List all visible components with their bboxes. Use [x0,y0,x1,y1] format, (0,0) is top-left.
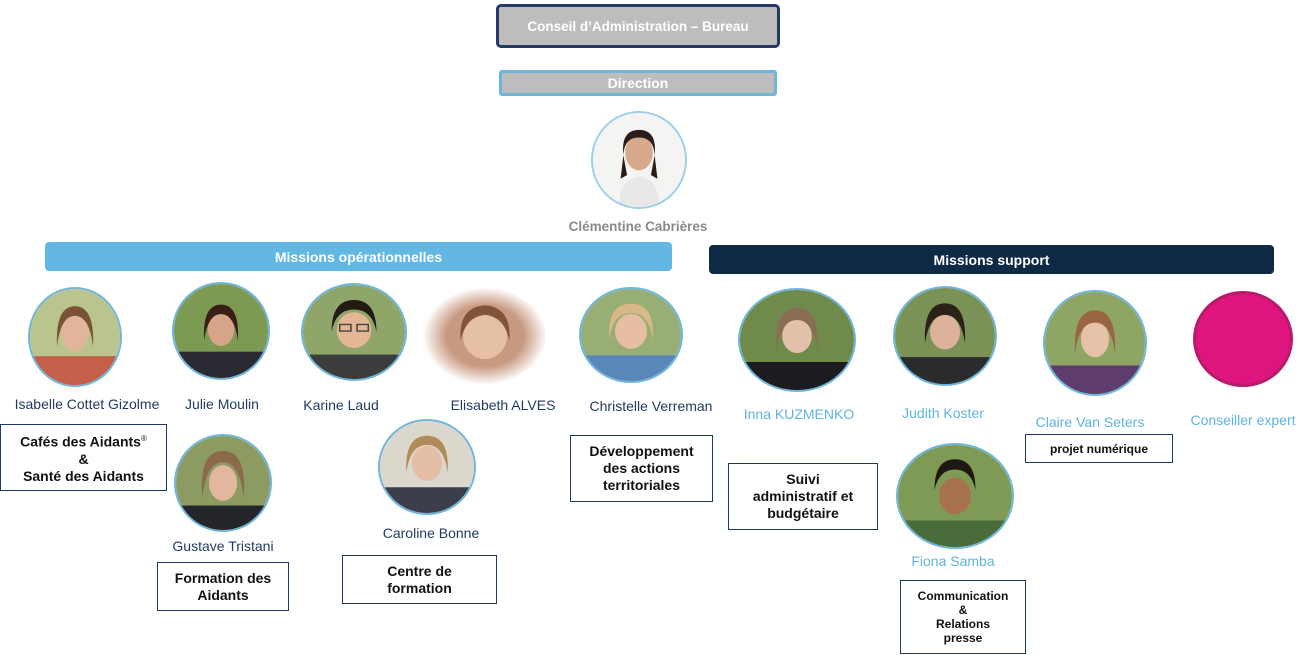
role-box-communication: Communication & Relations presse [900,580,1026,654]
ops-bar: Missions opérationnelles [45,242,672,271]
name-christelle: Christelle Verreman [589,398,713,414]
name-karine: Karine Laud [303,397,379,413]
name-conseiller: Conseiller expert [1190,412,1296,428]
photo-julie [172,282,270,380]
role-box-formation: Formation des Aidants [157,562,289,611]
photo-fiona [896,443,1014,549]
photo-claire [1043,290,1147,396]
role-box-suivi: Suivi administratif et budgétaire [728,463,878,530]
name-caroline: Caroline Bonne [382,525,480,541]
photo-isabelle [28,287,122,387]
name-gustave: Gustave Tristani [172,538,274,554]
registered-mark: ® [140,434,147,444]
role-projet: projet numérique [1049,441,1148,456]
photo-elisabeth [424,288,546,384]
photo-clementine [591,111,687,209]
photo-karine [301,283,407,381]
name-fiona: Fiona Samba [911,553,995,569]
support-bar: Missions support [709,245,1274,274]
photo-christelle [579,287,683,383]
photo-judith [893,286,997,386]
role-centre-line1: Centre de [387,562,452,579]
role-box-projet: projet numérique [1025,434,1173,463]
ops-bar-label: Missions opérationnelles [274,248,443,265]
role-comm-line1: Communication [917,589,1009,603]
role-suivi-line1: Suivi [786,471,820,487]
name-judith: Judith Koster [902,405,984,421]
name-claire: Claire Van Seters [1035,414,1145,430]
role-box-cafes: Cafés des Aidants® & Santé des Aidants [0,424,167,491]
role-comm-line3: Relations [935,617,990,631]
name-elisabeth: Elisabeth ALVES [450,397,556,413]
role-dev-line1: Développement [589,443,694,459]
role-formation-line2: Aidants [197,586,249,603]
role-comm-line4: presse [943,631,983,645]
role-dev-line2: des actions [602,460,681,476]
role-cafes-line1: Cafés des Aidants [20,433,141,450]
photo-caroline [378,419,476,515]
role-box-centre: Centre de formation [342,555,497,604]
photo-placeholder-conseiller [1193,291,1293,387]
support-bar-label: Missions support [933,251,1050,268]
name-clementine: Clémentine Cabrières [568,219,708,234]
direction-header: Direction [499,70,777,96]
board-header: Conseil d’Administration – Bureau [496,4,780,48]
role-formation-line1: Formation des [174,569,272,586]
role-cafes-line3: Santé des Aidants [23,467,144,484]
name-isabelle: Isabelle Cottet Gizolme [14,396,160,412]
role-comm-line2: & [958,603,968,617]
role-box-dev: Développement des actions territoriales [570,435,713,502]
role-cafes-line2: & [78,450,89,467]
board-header-label: Conseil d’Administration – Bureau [527,18,749,34]
role-suivi-line2: administratif et [752,488,854,504]
direction-header-label: Direction [607,75,669,91]
role-dev-line3: territoriales [602,477,681,493]
name-inna: Inna KUZMENKO [743,406,855,422]
role-centre-line2: formation [387,579,452,596]
photo-gustave [174,434,272,532]
role-suivi-line3: budgétaire [767,505,839,521]
photo-inna [738,288,856,392]
name-julie: Julie Moulin [185,396,259,412]
